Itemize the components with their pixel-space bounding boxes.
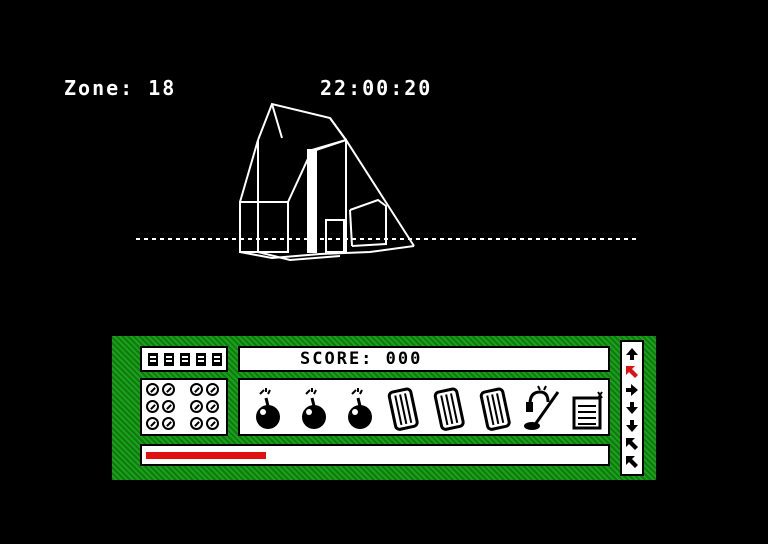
life-icon	[148, 353, 158, 366]
battery-icon[interactable]	[476, 384, 516, 432]
game-viewport[interactable]	[0, 0, 768, 330]
metal-detector-icon[interactable]	[522, 384, 562, 432]
arrow-diagonal-icon[interactable]	[625, 436, 639, 450]
score-display: SCORE: 000	[238, 346, 610, 372]
ammo-display	[140, 378, 228, 436]
battery-icon[interactable]	[384, 384, 424, 432]
ammo-icon	[206, 383, 219, 396]
game-clock: 22:00:20	[320, 76, 433, 100]
arrow-down-icon[interactable]	[625, 400, 639, 414]
battery-icon[interactable]	[430, 384, 470, 432]
ammo-icon	[206, 417, 219, 430]
arrow-diagonal-icon[interactable]	[625, 364, 639, 378]
ammo-icon	[146, 383, 159, 396]
life-icon	[180, 353, 190, 366]
ammo-icon	[146, 400, 159, 413]
clipboard-icon[interactable]	[568, 384, 608, 432]
energy-meter	[140, 444, 610, 466]
ammo-icon	[162, 400, 175, 413]
arrow-diagonal-icon[interactable]	[625, 454, 639, 468]
inventory-bar	[238, 378, 610, 436]
wireframe-hut	[239, 102, 415, 262]
zone-indicator: Zone: 18	[64, 76, 177, 100]
life-icon	[196, 353, 206, 366]
control-panel: SCORE: 000	[112, 336, 656, 480]
arrow-down-icon[interactable]	[625, 418, 639, 432]
ammo-icon	[190, 417, 203, 430]
lives-display	[140, 346, 228, 372]
arrow-up-icon[interactable]	[625, 346, 639, 360]
life-icon	[212, 353, 222, 366]
life-icon	[164, 353, 174, 366]
bomb-icon[interactable]	[292, 384, 332, 432]
ammo-icon	[190, 400, 203, 413]
ammo-icon	[146, 417, 159, 430]
ammo-icon	[190, 383, 203, 396]
score-text: SCORE: 000	[300, 349, 423, 369]
ammo-icon	[162, 417, 175, 430]
direction-controls	[620, 340, 644, 476]
bomb-icon[interactable]	[338, 384, 378, 432]
arrow-right-icon[interactable]	[625, 382, 639, 396]
ammo-icon	[206, 400, 219, 413]
energy-bar-fill	[146, 452, 266, 459]
ammo-icon	[162, 383, 175, 396]
bomb-icon[interactable]	[246, 384, 286, 432]
